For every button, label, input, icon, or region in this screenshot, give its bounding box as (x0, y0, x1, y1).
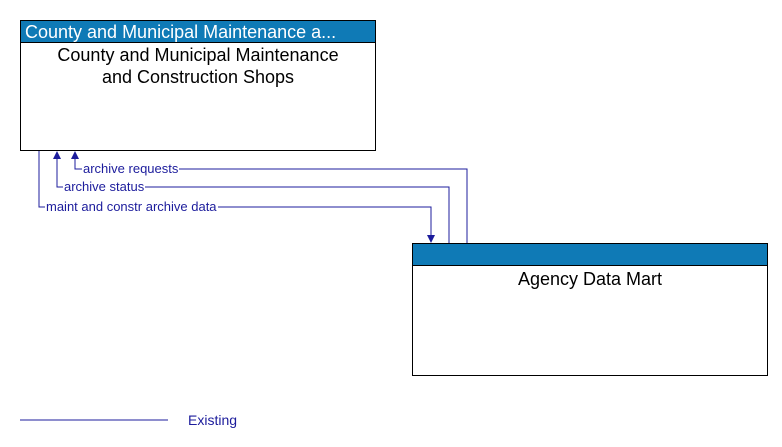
archive-requests-line (74, 153, 468, 243)
arrowhead-archive-status (53, 151, 61, 159)
source-name-line2: and Construction Shops (101, 67, 295, 87)
target-entity-header (413, 244, 767, 266)
target-entity-name: Agency Data Mart (517, 269, 663, 289)
flow-label-archive-status[interactable]: archive status (63, 179, 146, 194)
target-entity-box[interactable]: Agency Data Mart (412, 243, 768, 376)
source-entity-header: County and Municipal Maintenance a... (21, 21, 375, 43)
source-entity-name: County and Municipal Maintenance and Con… (21, 43, 375, 88)
arrowhead-archive-requests (71, 151, 79, 159)
source-entity-box[interactable]: County and Municipal Maintenance a... Co… (20, 20, 376, 151)
legend-existing-label: Existing (188, 412, 238, 428)
maint-archive-data-line (38, 151, 432, 240)
flow-label-archive-requests[interactable]: archive requests (82, 161, 180, 176)
archive-status-line (56, 153, 450, 243)
flow-label-maint-archive-data[interactable]: maint and constr archive data (45, 199, 218, 214)
source-name-line1: County and Municipal Maintenance (57, 45, 339, 65)
arrowhead-maint-archive-data (427, 235, 435, 243)
